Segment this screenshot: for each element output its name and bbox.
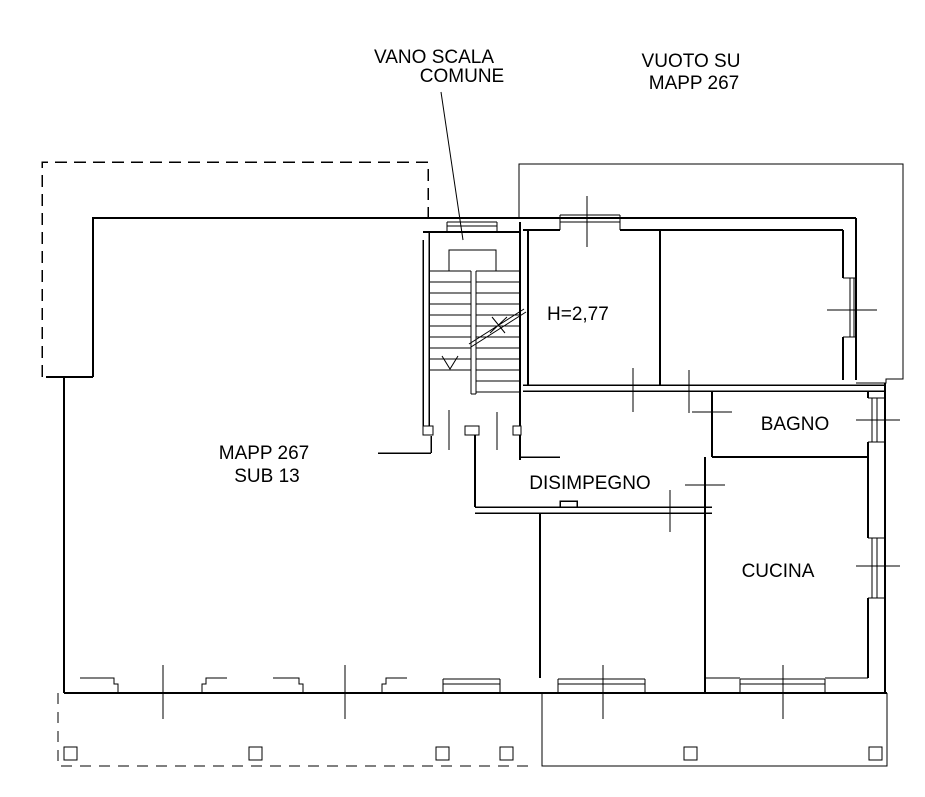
windows-bottom-wall bbox=[442, 678, 826, 693]
leader-line bbox=[440, 91, 464, 241]
label-vuoto-line1: VUOTO SU bbox=[642, 51, 741, 72]
balcony-dashed bbox=[57, 693, 533, 767]
label-mapp-line1: MAPP 267 bbox=[219, 443, 309, 464]
stair-steps-right bbox=[476, 270, 520, 393]
label-vano-scala-line1: VANO SCALA bbox=[374, 47, 494, 68]
interior-walls bbox=[378, 222, 884, 693]
void-area-outline bbox=[518, 163, 904, 384]
stair-entry-threshold bbox=[446, 221, 498, 231]
stair-stringer bbox=[470, 271, 477, 395]
label-vuoto-line2: MAPP 267 bbox=[649, 73, 739, 94]
label-ceiling-height: H=2,77 bbox=[547, 304, 609, 325]
balcony-door-sills bbox=[80, 677, 407, 693]
window-top-wall bbox=[559, 214, 621, 230]
door-opening-ticks bbox=[162, 196, 900, 719]
apartment-outer-walls bbox=[46, 217, 887, 694]
label-cucina: CUCINA bbox=[742, 561, 815, 582]
stair-down-arrow-icon bbox=[441, 355, 459, 370]
window-bedroom-right bbox=[843, 277, 856, 338]
terrace-dashed-outline bbox=[41, 161, 429, 377]
entry-door-jambs bbox=[422, 425, 522, 436]
label-mapp-line2: SUB 13 bbox=[234, 466, 299, 487]
balcony-posts bbox=[63, 746, 883, 761]
stairwell bbox=[429, 221, 527, 395]
label-vano-scala-line2: COMUNE bbox=[420, 66, 504, 87]
stair-landing bbox=[448, 249, 497, 271]
stair-steps-left bbox=[429, 270, 471, 371]
label-bagno: BAGNO bbox=[761, 414, 830, 435]
stair-direction-arrow bbox=[468, 308, 527, 348]
window-bagno-right bbox=[868, 397, 885, 443]
window-symbols bbox=[80, 214, 885, 693]
label-disimpegno: DISIMPEGNO bbox=[529, 473, 650, 494]
window-cucina-right bbox=[868, 537, 885, 599]
balcony-solid bbox=[541, 693, 888, 767]
